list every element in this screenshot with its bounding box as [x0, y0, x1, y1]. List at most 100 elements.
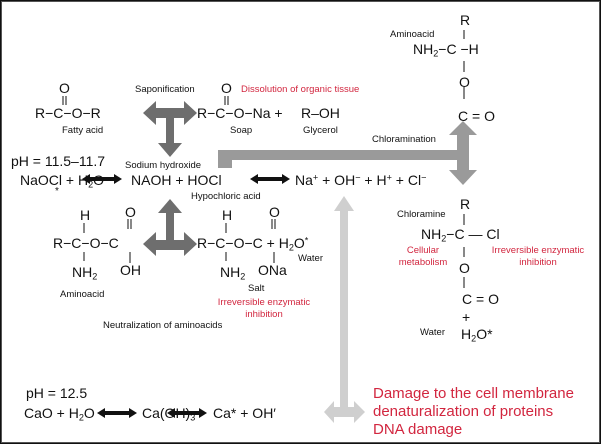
subscript: 2	[240, 271, 246, 282]
effect-line: inhibition	[519, 257, 557, 268]
charge: +	[386, 172, 392, 183]
arrow-cao-caoh	[97, 408, 137, 418]
naocl-ph: pH = 11.5–11.7	[11, 153, 106, 169]
oxygen: O	[93, 172, 105, 188]
arrow-caoh-ions	[167, 408, 207, 418]
salt-h: H	[222, 207, 233, 223]
h: H	[461, 326, 472, 342]
soap-formula: R−C−O−Na +	[197, 105, 283, 121]
effect-line: inhibition	[245, 309, 283, 320]
arrow-naocl-naoh	[82, 174, 122, 184]
neutral-aa-h: H	[80, 207, 91, 223]
nh: NH	[220, 264, 241, 280]
chloramine-water: H2O*	[461, 326, 493, 344]
chloramination-label: Chloramination	[372, 134, 436, 145]
damage-line: DNA damage	[373, 421, 463, 438]
star-marker: *	[55, 186, 59, 197]
chloramine-water-label: Water	[420, 327, 445, 338]
carbon-h: −C −H	[438, 41, 479, 57]
calcium-hydroxide: Ca(OH)3	[142, 405, 196, 423]
neutral-aa-formula: R−C−O−C	[53, 235, 119, 251]
effect-line: Irreversible enzymatic	[217, 297, 311, 308]
neutralization-t-arrow	[143, 199, 197, 256]
star-marker: *	[304, 235, 309, 246]
salt-formula-text: R−C−O−C + H	[197, 235, 289, 251]
caoh: Ca(OH)	[142, 405, 191, 421]
glycerol-label: Glycerol	[303, 125, 338, 136]
dissociated-ions: Na+ + OH− + H+ + Cl−	[295, 173, 426, 187]
neutral-aa-oh: OH	[120, 262, 141, 278]
subscript: 2	[88, 179, 94, 190]
light-arrow-oh-to-damage	[324, 196, 365, 423]
saponification-t-arrow	[143, 101, 197, 157]
neutralization-label: Neutralization of aminoacids	[103, 320, 223, 331]
fatty-acid-oxygen: O	[59, 80, 70, 96]
fatty-acid-formula: R−C−O−R	[35, 105, 101, 121]
chloramine-label: Chloramine	[397, 209, 446, 220]
salt-ona: ONa	[258, 262, 287, 278]
nh: NH	[72, 264, 93, 280]
glycerol-formula: R–OH	[301, 105, 340, 121]
soap-oxygen: O	[221, 80, 232, 96]
naocl-reactants: NaOCl + H2O	[20, 172, 105, 190]
damage-line: denaturalization of proteins	[373, 403, 554, 420]
fatty-acid-label: Fatty acid	[62, 125, 104, 136]
subscript: 3	[190, 412, 196, 423]
carbon-cl: −C — Cl	[446, 226, 500, 242]
calcium-reactants: CaO + H2O	[24, 405, 95, 423]
bond-lines	[62, 30, 465, 288]
neutral-aa-o: O	[125, 204, 136, 220]
chloramine-r: R	[460, 196, 471, 212]
subscript: 2	[92, 271, 98, 282]
chloramine-plus: +	[462, 309, 471, 325]
hypochloric-acid-label: Hypochloric acid	[191, 191, 261, 202]
subscript: 2	[288, 242, 294, 253]
nh: NH	[413, 41, 434, 57]
subscript: 2	[78, 412, 84, 423]
aminoacid-carbonyl: C = O	[458, 108, 495, 124]
aminoacid-r: R	[460, 12, 471, 28]
chloramine-oxygen: O	[459, 260, 470, 276]
salt-formula: R−C−O−C + H2O*	[197, 235, 309, 253]
salt-water-label: Water	[298, 253, 323, 264]
neutral-aa-nh2: NH2	[72, 264, 98, 282]
effect-line: Cellular	[406, 245, 440, 256]
aminoacid-nh2: NH2−C −H	[413, 41, 479, 59]
aminoacid-oxygen: O	[459, 74, 470, 90]
dissolution-effect: Dissolution of organic tissue	[241, 84, 360, 95]
arrow-hocl-ions	[250, 174, 290, 184]
subscript: 2	[471, 333, 477, 344]
charge: −	[355, 172, 361, 183]
nh: NH	[421, 226, 442, 242]
saponification-label: Saponification	[135, 84, 195, 95]
oxygen: O	[293, 235, 305, 251]
chloramination-connector	[218, 121, 477, 185]
chloramine-nh2: NH2−C — Cl	[421, 226, 500, 243]
effect-line: Irreversible enzymatic	[491, 245, 585, 256]
ion-h: + H	[360, 172, 387, 188]
naocl-water-text: NaOCl + H	[20, 172, 89, 188]
chloramine-carbonyl: C = O	[462, 291, 499, 307]
calcium-ph: pH = 12.5	[26, 385, 88, 401]
sodium-hydroxide-label: Sodium hydroxide	[125, 160, 202, 171]
cellular-metabolism-effect: Cellular metabolism	[393, 245, 453, 269]
damage-line: Damage to the cell membrane	[373, 385, 574, 402]
ion-oh: + OH	[318, 172, 356, 188]
salt-nh2: NH2	[220, 264, 246, 282]
oxygen: O	[83, 405, 95, 421]
ion-na: Na	[295, 172, 313, 188]
charge: +	[312, 172, 319, 183]
naoh-hocl-products: NAOH + HOCl	[131, 172, 222, 188]
subscript: 2	[433, 48, 439, 59]
damage-effects: Damage to the cell membrane denaturaliza…	[373, 385, 574, 439]
charge: −	[421, 172, 427, 183]
cao-water: CaO + H	[24, 405, 79, 421]
neutral-aa-label: Aminoacid	[60, 289, 105, 300]
salt-label: Salt	[248, 283, 265, 294]
salt-o: O	[269, 204, 280, 220]
effect-line: metabolism	[398, 257, 448, 268]
salt-enzymatic-effect: Irreversible enzymatic inhibition	[209, 297, 319, 321]
black-double-arrows	[82, 174, 290, 418]
